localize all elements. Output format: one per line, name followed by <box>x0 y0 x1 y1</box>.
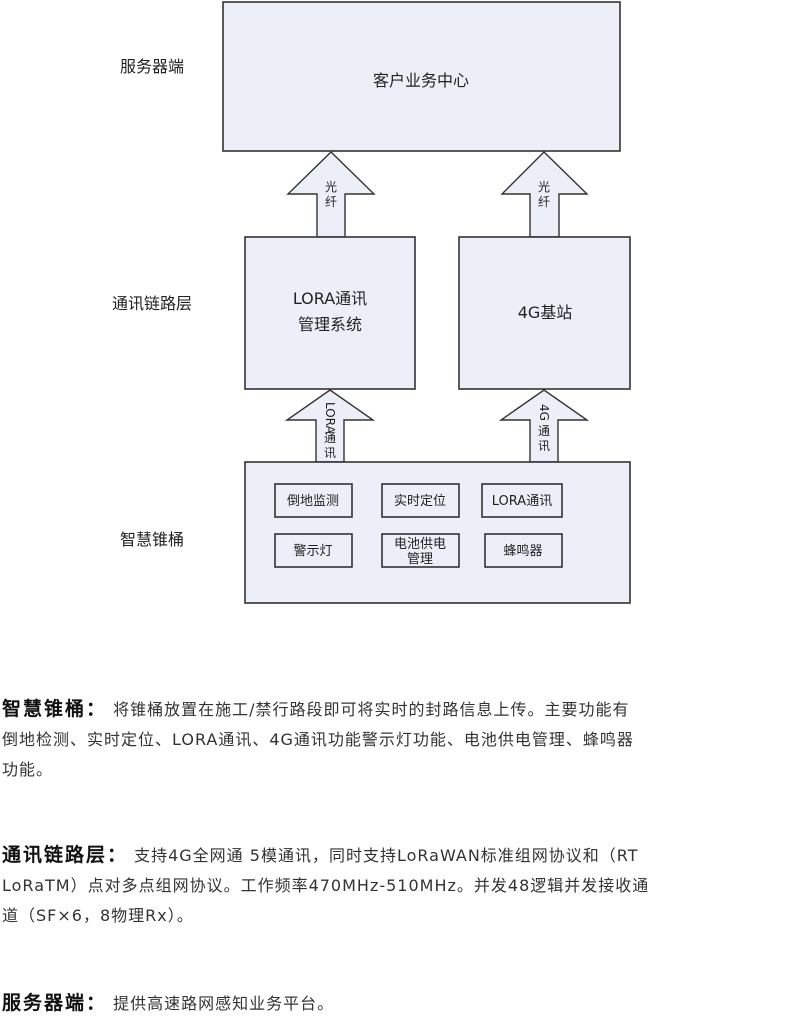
description-server: 服务器端： 提供高速路网感知业务平台。 <box>2 988 798 1019</box>
base-station-box <box>458 236 631 390</box>
description-line: 道（SF×6，8物理Rx）。 <box>2 906 194 925</box>
module-battery-label-2: 管理 <box>407 552 433 567</box>
module-light-label: 警示灯 <box>293 543 332 559</box>
side-label-bucket: 智慧锥桶 <box>120 530 184 549</box>
module-buzzer <box>484 533 563 568</box>
lora-system-label-2: 管理系统 <box>298 315 362 334</box>
module-tilt-label: 倒地监测 <box>287 494 339 509</box>
side-label-comm: 通讯链路层 <box>112 294 192 313</box>
base-station-label: 4G基站 <box>518 303 573 322</box>
module-tilt <box>274 483 353 518</box>
fiber-arrow-left <box>286 151 376 238</box>
description-line: 通讯链路层： 支持4G全网通 5模通讯，同时支持LoRaWAN标准组网协议和（R… <box>2 840 798 871</box>
lora-system-box <box>244 236 416 390</box>
description-line: 智慧锥桶： 将锥桶放置在施工/禁行路段即可将实时的封路信息上传。主要功能有 <box>2 694 798 725</box>
lora-system-label-1: LORA通讯 <box>293 289 367 308</box>
fiber-arrow-left-label-2: 纤 <box>325 195 337 209</box>
4g-comm-arrow-label-1: 4G <box>537 404 551 421</box>
module-lora-label: LORA通讯 <box>492 494 552 509</box>
lora-comm-arrow-label-3: 讯 <box>324 446 336 460</box>
lora-comm-arrow-label-2: 通 <box>324 431 336 445</box>
side-label-server: 服务器端 <box>120 57 184 76</box>
lora-comm-arrow <box>284 389 376 463</box>
description-text: 提供高速路网感知业务平台。 <box>107 994 335 1013</box>
description-heading: 通讯链路层： <box>2 844 129 866</box>
smart-bucket-box <box>244 461 631 604</box>
description-text: 支持4G全网通 5模通讯，同时支持LoRaWAN标准组网协议和（RT <box>128 846 639 865</box>
description-line: LoRaTM）点对多点组网协议。工作频率470MHz-510MHz。并发48逻辑… <box>2 876 650 895</box>
server-box-label: 客户业务中心 <box>373 71 469 90</box>
server-box <box>222 1 621 152</box>
4g-comm-arrow-label-3: 讯 <box>538 439 550 453</box>
module-location-label: 实时定位 <box>394 494 446 509</box>
module-light <box>274 533 353 568</box>
description-comm-layer: 通讯链路层： 支持4G全网通 5模通讯，同时支持LoRaWAN标准组网协议和（R… <box>2 840 798 931</box>
module-lora <box>481 483 563 518</box>
description-smart-bucket: 智慧锥桶： 将锥桶放置在施工/禁行路段即可将实时的封路信息上传。主要功能有 倒地… <box>2 694 798 785</box>
module-location <box>381 483 460 518</box>
fiber-arrow-right-label-2: 纤 <box>538 195 550 209</box>
fiber-arrow-right-label-1: 光 <box>538 180 550 194</box>
module-buzzer-label: 蜂鸣器 <box>503 543 542 559</box>
description-line: 功能。 <box>2 760 54 779</box>
lora-comm-arrow-label-1: LORA <box>323 402 337 435</box>
description-heading: 智慧锥桶： <box>2 698 108 720</box>
4g-comm-arrow-label-2: 通 <box>538 424 550 438</box>
description-line: 服务器端： 提供高速路网感知业务平台。 <box>2 988 798 1019</box>
description-heading: 服务器端： <box>2 992 108 1014</box>
fiber-arrow-left-label-1: 光 <box>325 180 337 194</box>
description-text: 将锥桶放置在施工/禁行路段即可将实时的封路信息上传。主要功能有 <box>107 700 630 719</box>
architecture-diagram: 服务器端 通讯链路层 智慧锥桶 客户业务中心 光 纤 光 纤 LORA通讯 管理… <box>112 1 631 604</box>
module-battery <box>381 533 460 568</box>
description-line: 倒地检测、实时定位、LORA通讯、4G通讯功能警示灯功能、电池供电管理、蜂鸣器 <box>2 730 634 749</box>
module-battery-label-1: 电池供电 <box>394 537 446 552</box>
4g-comm-arrow <box>498 389 590 463</box>
fiber-arrow-right <box>500 151 589 238</box>
